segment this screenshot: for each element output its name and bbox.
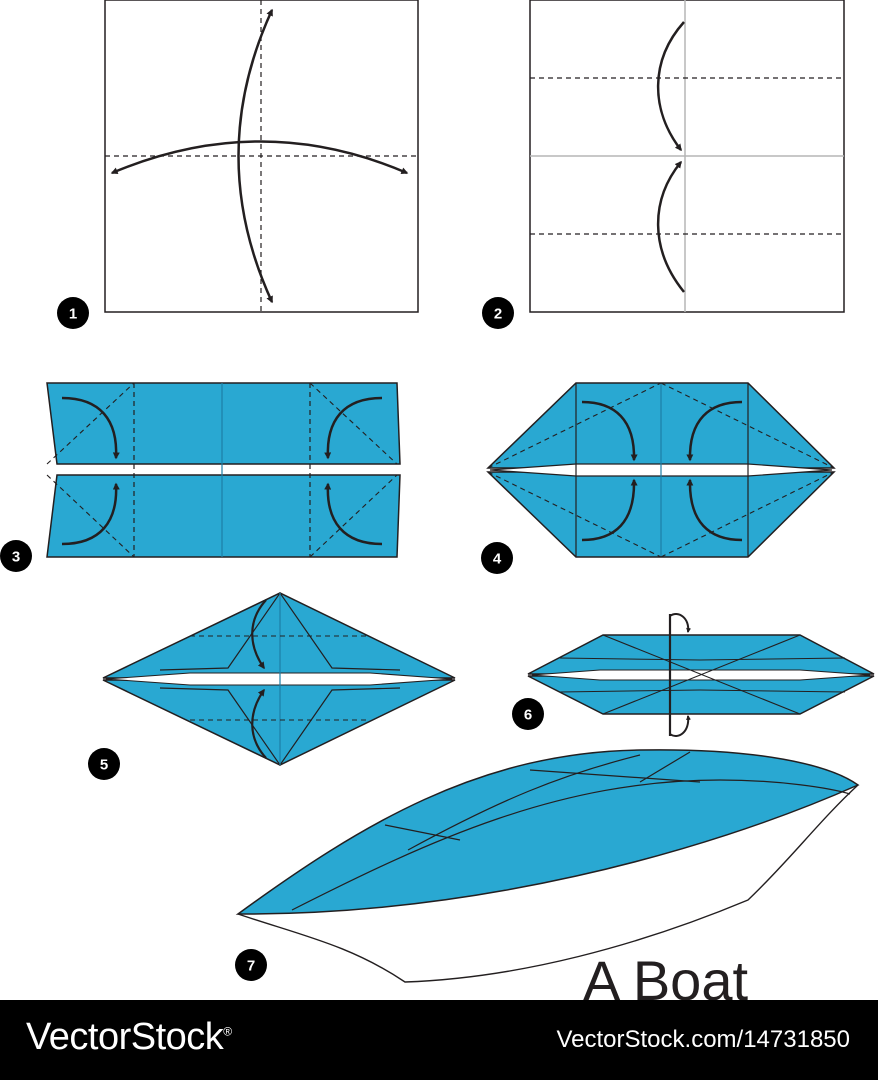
image-id: VectorStock.com/14731850 <box>556 1026 850 1053</box>
boat-bottom-layer <box>527 675 875 715</box>
step-number: 1 <box>69 306 77 323</box>
bottom-half-paper <box>46 474 401 558</box>
step-badge-7: 7 <box>235 949 267 981</box>
step-3-panel <box>46 382 401 558</box>
bottom-up-arrow <box>656 160 685 293</box>
step-number: 5 <box>100 757 108 774</box>
fold-arrow <box>324 482 383 546</box>
boat-deck <box>235 749 860 915</box>
vertical-fold-arrow <box>237 8 274 304</box>
deck-crease <box>384 824 461 841</box>
step-badge-6: 6 <box>512 698 544 730</box>
step-badge-3: 3 <box>0 540 32 572</box>
fold-arrow <box>61 482 120 546</box>
fold-arrow <box>581 400 638 462</box>
top-down-arrow <box>656 21 685 152</box>
flap-edge <box>559 657 701 661</box>
flap-edge <box>559 689 701 693</box>
turn-over-arrow-top <box>669 613 692 633</box>
step-4-panel <box>486 382 836 558</box>
fold-arrow <box>324 396 383 460</box>
fold-arrow <box>686 478 743 542</box>
fold-arrow <box>61 396 120 460</box>
brand-logo: VectorStock® <box>26 1016 232 1059</box>
step-badge-5: 5 <box>88 748 120 780</box>
crossing-crease <box>602 634 801 715</box>
horizontal-fold-arrow <box>110 140 409 175</box>
top-half-paper <box>46 382 401 465</box>
brand-name: VectorStock <box>26 1016 224 1058</box>
deck-crease <box>291 779 851 911</box>
deck-crease <box>639 751 691 783</box>
step-7-panel: A Boat <box>235 749 860 1000</box>
diagram-title: A Boat <box>583 949 748 1000</box>
step-number: 6 <box>524 707 532 724</box>
diagonal-crease <box>309 382 398 465</box>
step-number: 4 <box>493 551 502 568</box>
center-slit <box>105 672 453 686</box>
diagonal-crease <box>309 474 398 558</box>
fold-up-arrow <box>251 688 267 759</box>
deck-crease <box>529 769 701 783</box>
step-number: 7 <box>247 958 255 975</box>
fold-arrow <box>686 400 743 462</box>
registered-mark: ® <box>223 1024 232 1039</box>
boat-top-layer <box>527 634 875 675</box>
diamond-bottom <box>102 679 456 766</box>
origami-boat-diagram: A Boat 1 2 3 4 5 6 7 <box>0 0 875 1000</box>
fold-arrow <box>581 478 638 542</box>
step-number: 2 <box>494 306 502 323</box>
step-6-panel <box>527 613 875 737</box>
step-badge-2: 2 <box>482 297 514 329</box>
fold-down-arrow <box>251 599 267 670</box>
watermark-footer: VectorStock® VectorStock.com/14731850 <box>0 1000 878 1080</box>
step-badge-4: 4 <box>481 542 513 574</box>
diagonal-crease <box>46 382 135 465</box>
flap-edge <box>699 689 846 693</box>
diagonal-crease <box>46 474 135 558</box>
diamond-top <box>102 592 456 679</box>
step-badge-1: 1 <box>57 297 89 329</box>
deck-crease <box>407 754 641 851</box>
step-2-panel <box>529 0 845 313</box>
step-number: 3 <box>12 549 20 566</box>
flap-edge <box>699 657 846 661</box>
step-1-panel <box>104 0 419 313</box>
turn-over-arrow-bottom <box>669 715 691 737</box>
step-5-panel <box>102 591 456 767</box>
